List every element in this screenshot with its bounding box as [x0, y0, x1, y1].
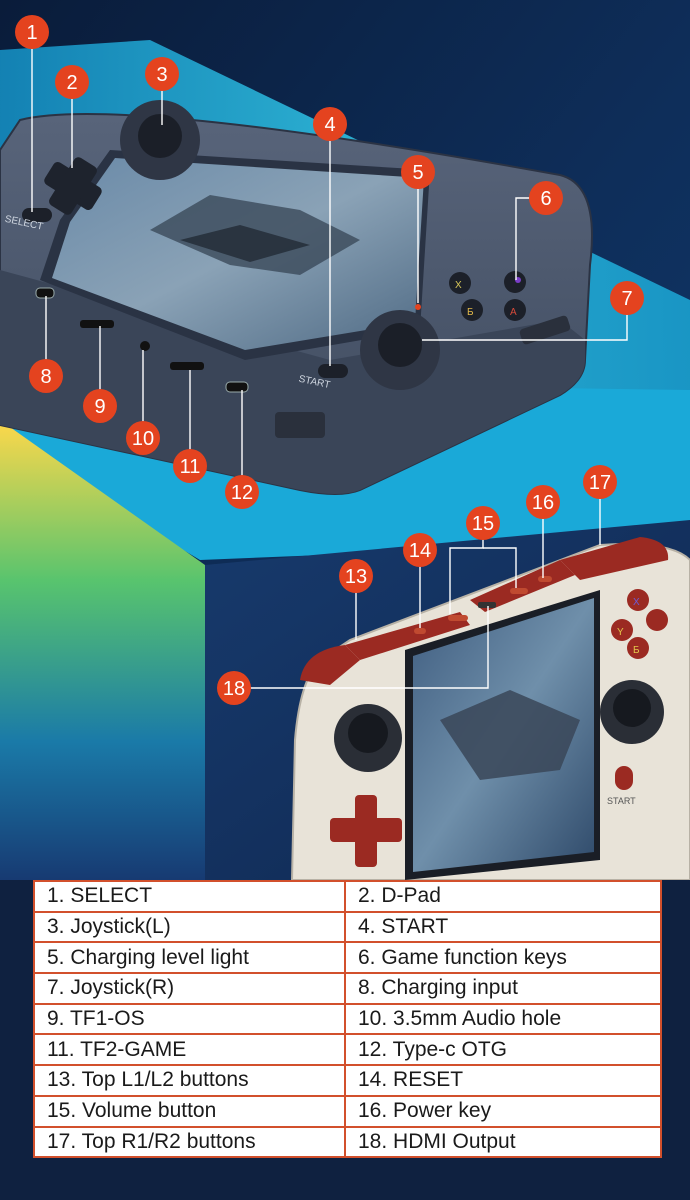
tf2-slot: [170, 362, 204, 370]
tf1-slot: [80, 320, 114, 328]
legend-cell: 12. Type-c OTG: [344, 1033, 662, 1067]
legend-cell: 16. Power key: [344, 1094, 662, 1128]
back-start-button: [615, 766, 633, 790]
hdmi-port: [478, 602, 496, 608]
svg-text:3: 3: [156, 64, 167, 86]
legend-cell: 9. TF1-OS: [33, 1002, 346, 1036]
power-key: [538, 576, 552, 582]
top-r-bumper: [560, 537, 669, 580]
legend-cell: 14. RESET: [344, 1064, 662, 1097]
svg-text:11: 11: [180, 456, 201, 478]
callout-15: 15: [466, 506, 500, 540]
audio-jack: [140, 341, 150, 351]
top-l-bumper: [300, 645, 360, 685]
legend-row: 7. Joystick(R)8. Charging input: [33, 972, 662, 1005]
svg-text:1: 1: [26, 22, 37, 44]
callout-11: 11: [173, 449, 207, 483]
callout-4: 4: [313, 107, 347, 141]
svg-text:6: 6: [540, 188, 551, 210]
face-button-a-label: A: [510, 307, 517, 318]
svg-text:5: 5: [412, 162, 423, 184]
start-button: [318, 364, 348, 378]
svg-text:16: 16: [532, 492, 554, 514]
svg-text:2: 2: [66, 72, 77, 94]
svg-text:13: 13: [345, 566, 367, 588]
screen-spaceship-2: [440, 690, 580, 780]
callout-6: 6: [529, 181, 563, 215]
legend-cell: 3. Joystick(L): [33, 910, 346, 944]
legend-cell: 18. HDMI Output: [344, 1125, 662, 1159]
legend-cell: 7. Joystick(R): [33, 972, 346, 1005]
face-button-x-label: X: [455, 280, 462, 291]
callout-9: 9: [83, 389, 117, 423]
back-face-button-x-label: X: [633, 597, 640, 608]
reset-button: [414, 628, 426, 634]
svg-text:8: 8: [40, 366, 51, 388]
legend-cell: 4. START: [344, 910, 662, 944]
legend-cell: 1. SELECT: [33, 880, 346, 913]
legend-cell: 10. 3.5mm Audio hole: [344, 1002, 662, 1036]
charging-light: [415, 304, 421, 310]
face-button-b-label: Б: [467, 307, 474, 318]
legend-cell: 8. Charging input: [344, 972, 662, 1005]
back-face-button-b-label: Б: [633, 645, 640, 656]
svg-text:15: 15: [472, 513, 494, 535]
callout-10: 10: [126, 421, 160, 455]
legend-cell: 15. Volume button: [33, 1094, 346, 1128]
svg-text:10: 10: [132, 428, 154, 450]
svg-text:18: 18: [223, 678, 245, 700]
legend-cell: 11. TF2-GAME: [33, 1033, 346, 1067]
select-button: [22, 208, 52, 222]
product-illustration: SELECT X Б A START: [0, 0, 690, 880]
callout-3: 3: [145, 57, 179, 91]
callout-13: 13: [339, 559, 373, 593]
svg-text:17: 17: [589, 472, 611, 494]
svg-text:12: 12: [231, 482, 253, 504]
pedestal-front-glow: [0, 420, 205, 880]
callout-14: 14: [403, 533, 437, 567]
svg-text:7: 7: [621, 288, 632, 310]
volume-buttons: [448, 615, 468, 621]
svg-text:9: 9: [94, 396, 105, 418]
callout-2: 2: [55, 65, 89, 99]
face-buttons: X Б A: [449, 271, 526, 321]
legend-row: 3. Joystick(L)4. START: [33, 910, 662, 944]
speaker-grill-bottom: [275, 412, 325, 438]
legend-cell: 5. Charging level light: [33, 941, 346, 975]
back-start-label: START: [607, 796, 636, 806]
svg-text:4: 4: [324, 114, 335, 136]
callout-1: 1: [15, 15, 49, 49]
typec-port: [225, 381, 249, 393]
light-console: X Y Б START: [290, 537, 690, 880]
dpad: [44, 157, 102, 215]
legend-cell: 13. Top L1/L2 buttons: [33, 1064, 346, 1097]
svg-text:14: 14: [409, 540, 431, 562]
callout-18: 18: [217, 671, 251, 705]
callout-8: 8: [29, 359, 63, 393]
legend-cell: 2. D-Pad: [344, 880, 662, 913]
back-face-button-y-label: Y: [617, 627, 624, 638]
legend-cell: 6. Game function keys: [344, 941, 662, 975]
callout-7: 7: [610, 281, 644, 315]
callout-17: 17: [583, 465, 617, 499]
callout-12: 12: [225, 475, 259, 509]
charging-port: [35, 287, 55, 299]
legend-cell: 17. Top R1/R2 buttons: [33, 1125, 346, 1159]
callout-16: 16: [526, 485, 560, 519]
callout-5: 5: [401, 155, 435, 189]
speaker-grill: [519, 315, 571, 345]
callout-badges: 1 2 3 4 5 6 7 8 9 10 11 12 13 14 15 16 1…: [15, 15, 644, 705]
